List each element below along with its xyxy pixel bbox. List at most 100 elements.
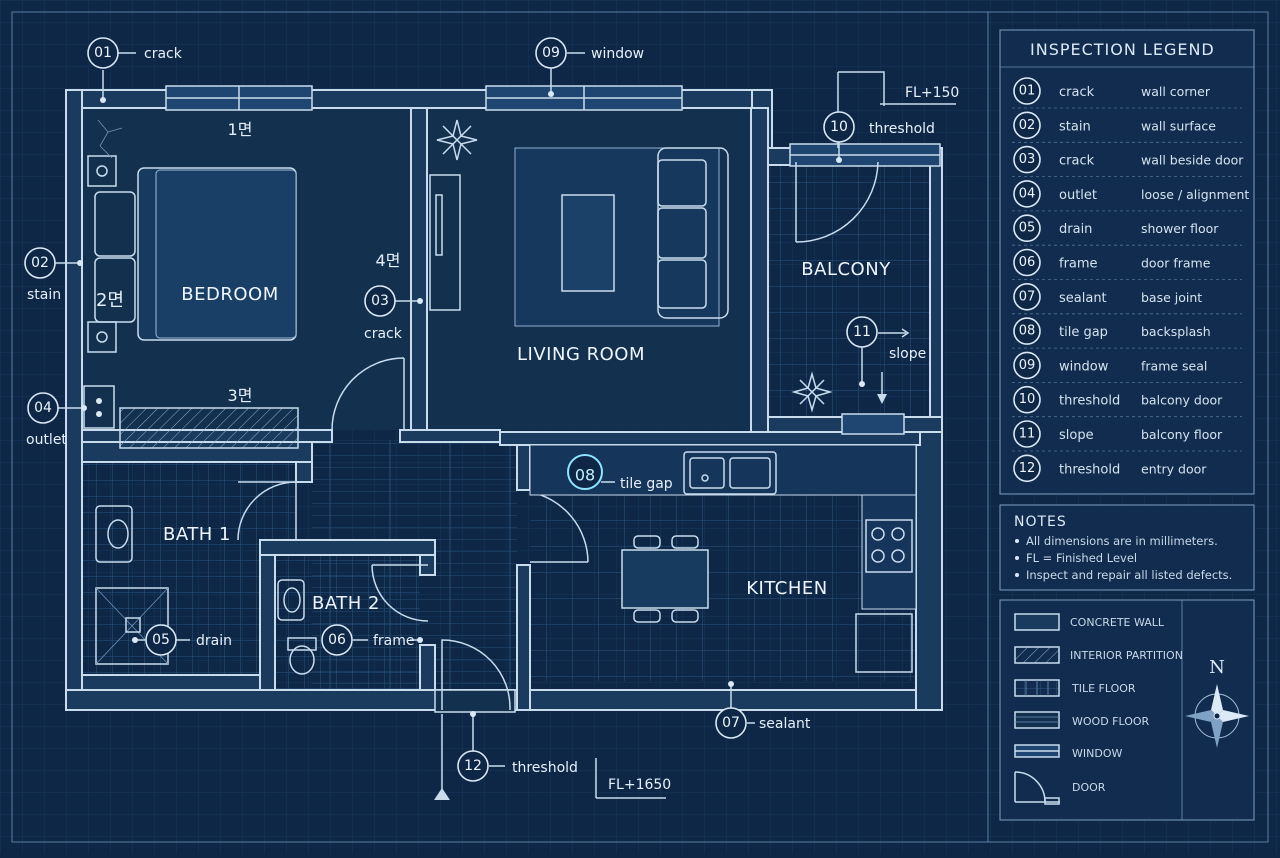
marker-label: sealant	[759, 716, 811, 732]
marker-number: 04	[34, 400, 52, 416]
notes-panel: NOTES All dimensions are in millimeters.…	[999, 504, 1255, 591]
legend-number: 11	[1019, 427, 1036, 442]
legend-number-badge	[1013, 454, 1041, 483]
legend-number-badge	[1013, 77, 1041, 105]
room-label-living: LIVING ROOM	[517, 344, 645, 365]
marker-label: threshold	[512, 760, 578, 776]
legend-type: frame	[1059, 257, 1098, 272]
sheet-border	[11, 11, 1269, 843]
room-label-balcony: BALCONY	[801, 259, 891, 280]
marker-05[interactable]: 05 drain	[132, 624, 232, 656]
marker-label: threshold	[869, 121, 935, 137]
legend-type: slope	[1059, 428, 1094, 443]
legend-number-badge	[1013, 248, 1041, 277]
marker-label: outlet	[26, 432, 67, 448]
legend-number: 08	[1019, 324, 1036, 339]
level-tag-balcony: FL+150	[837, 71, 959, 148]
marker-10[interactable]: 10 threshold	[823, 111, 935, 163]
marker-12[interactable]: 12 threshold	[457, 711, 578, 782]
key-label: WOOD FLOOR	[1072, 715, 1150, 728]
legend-row-11: 11 slope balcony floor	[1012, 420, 1242, 452]
north-label: N	[1209, 657, 1225, 678]
note-item: Inspect and repair all listed defects.	[1026, 568, 1232, 582]
bath1-fixtures	[95, 505, 169, 665]
level-tag-entry: FL+1650	[434, 714, 671, 800]
marker-label: tile gap	[620, 476, 673, 492]
marker-number: 09	[542, 45, 560, 61]
legend-location: balcony floor	[1141, 427, 1223, 442]
marker-number: 12	[464, 758, 482, 774]
marker-number: 06	[328, 632, 346, 648]
marker-02[interactable]: 02 stain	[24, 247, 83, 303]
legend-number-badge	[1013, 145, 1041, 174]
legend-number-badge	[1013, 420, 1041, 448]
marker-number: 11	[853, 324, 871, 340]
legend-location: entry door	[1141, 461, 1207, 476]
marker-number: 07	[722, 715, 740, 731]
marker-11[interactable]: 11 slope	[846, 316, 926, 404]
defect-markers: 01 crack 02 stain 03 crack 04 outlet	[24, 37, 935, 782]
marker-label: frame	[373, 633, 415, 649]
legend-number-badge	[1013, 111, 1041, 140]
legend-number: 10	[1019, 392, 1036, 407]
legend-number: 04	[1019, 186, 1036, 201]
key-wood-floor: WOOD FLOOR	[1014, 711, 1150, 729]
level-text-entry: FL+1650	[608, 777, 671, 793]
room-label-kitchen: KITCHEN	[746, 578, 828, 599]
legend-location: shower floor	[1141, 221, 1219, 236]
marker-label: crack	[364, 326, 403, 342]
marker-number: 02	[31, 255, 49, 271]
key-label: CONCRETE WALL	[1070, 616, 1165, 629]
legend-number: 05	[1019, 221, 1036, 236]
legend-type: sealant	[1059, 291, 1107, 306]
level-text-balcony: FL+150	[905, 85, 959, 101]
key-label: TILE FLOOR	[1071, 682, 1136, 695]
legend-number: 12	[1019, 461, 1036, 476]
legend-number-badge	[1013, 385, 1041, 414]
legend-type: crack	[1059, 154, 1095, 169]
legend-location: wall beside door	[1141, 153, 1244, 168]
legend-type: threshold	[1059, 462, 1120, 477]
marker-label: drain	[196, 633, 232, 649]
legend-location: loose / alignment	[1141, 187, 1249, 202]
legend-number-badge	[1013, 317, 1041, 345]
key-label: DOOR	[1072, 781, 1106, 794]
marker-03[interactable]: 03 crack	[364, 285, 423, 342]
legend-type: drain	[1059, 222, 1092, 237]
key-tile-floor: TILE FLOOR	[1014, 679, 1136, 697]
marker-01[interactable]: 01 crack	[87, 37, 183, 103]
legend-row-12: 12 threshold entry door	[1013, 454, 1207, 483]
windows	[165, 85, 941, 435]
marker-09[interactable]: 09 window	[535, 37, 644, 97]
marker-06[interactable]: 06 frame	[321, 624, 423, 656]
marker-label: crack	[144, 46, 183, 62]
key-concrete-wall: CONCRETE WALL	[1014, 613, 1165, 631]
legend-type: threshold	[1059, 394, 1120, 409]
legend-title: INSPECTION LEGEND	[1030, 40, 1215, 59]
marker-label: window	[591, 46, 644, 62]
marker-04[interactable]: 04 outlet	[26, 392, 87, 448]
legend-location: base joint	[1141, 290, 1202, 305]
marker-number: 08	[575, 466, 595, 485]
legend-type: stain	[1059, 119, 1091, 134]
north-arrow: N	[1185, 657, 1249, 748]
legend-location: wall corner	[1141, 84, 1211, 99]
marker-07[interactable]: 07 sealant	[715, 681, 811, 739]
wall-face-4: 4면	[376, 251, 401, 270]
legend-number: 06	[1019, 255, 1036, 270]
doors	[237, 161, 879, 713]
hallway-wood-floor	[312, 440, 517, 710]
key-window: WINDOW	[1014, 744, 1122, 760]
marker-08[interactable]: 08 tile gap	[567, 454, 673, 492]
legend-location: door frame	[1141, 256, 1211, 271]
legend-number-badge	[1013, 282, 1041, 311]
